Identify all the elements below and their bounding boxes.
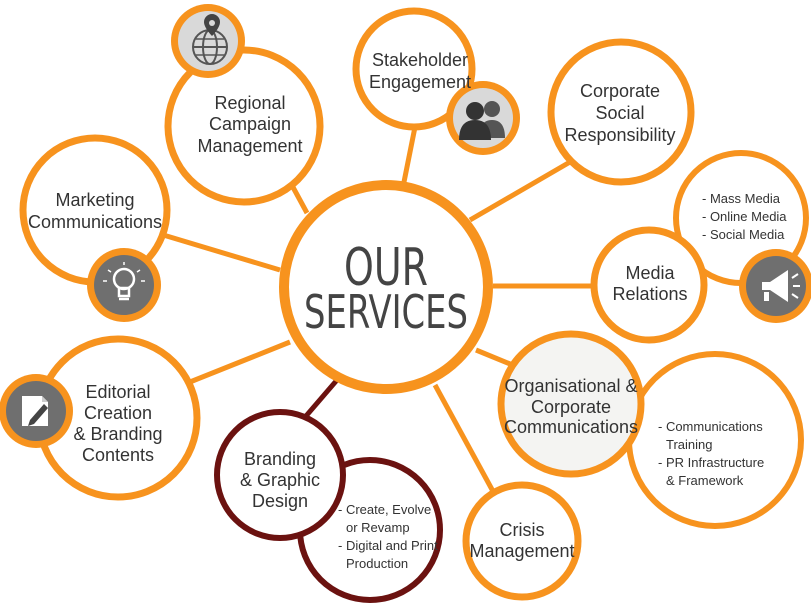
node-csr [547,38,695,186]
org-details-item-3: - PR Infrastructure [658,455,764,470]
connector-organisational [475,347,516,369]
center-title-line2: SERVICES [304,285,468,339]
globe-pin-icon [171,4,245,78]
csr-label-1: Corporate [580,81,660,101]
connector-csr [468,159,572,223]
stakeholder-label-1: Stakeholder [372,50,468,70]
connector-stakeholder [400,126,418,188]
org-details-item-1: - Communications [658,419,763,434]
node-media-relations [590,226,708,344]
editorial-label-2: Creation [84,403,152,423]
branding-label-2: & Graphic [240,470,320,490]
node-crisis [462,481,582,601]
org-details-item-2: Training [666,437,712,452]
node-center [279,180,493,394]
csr-label-2: Social [595,103,644,123]
megaphone-icon [739,249,811,323]
crisis-label-1: Crisis [500,520,545,540]
branding-details-item-1: - Create, Evolve [338,502,431,517]
node-regional [164,46,324,206]
people-icon [446,81,520,155]
lightbulb-icon [87,248,161,322]
node-branding [214,409,346,541]
document-pen-icon [0,374,73,448]
media-types-item-1: - Mass Media [702,191,781,206]
media-relations-label-1: Media [625,263,675,283]
node-org-details [626,351,804,529]
center-title-line1: OUR [344,238,428,298]
organisational-label-2: Corporate [531,397,611,417]
branding-label-1: Branding [244,449,316,469]
connector-marketing [159,231,281,273]
connectors [159,126,702,497]
org-details-item-4: & Framework [666,473,744,488]
connector-editorial [189,339,291,385]
node-organisational [497,330,645,478]
media-types-item-3: - Social Media [702,227,785,242]
regional-label-3: Management [197,136,302,156]
connector-crisis [432,383,498,497]
media-types-item-2: - Online Media [702,209,787,224]
marketing-label-2: Communications [28,212,162,232]
organisational-label-3: Communications [504,417,638,437]
marketing-label-1: Marketing [55,190,134,210]
center-title: OUR SERVICES [304,238,468,339]
regional-label-1: Regional [214,93,285,113]
crisis-label-2: Management [469,541,574,561]
branding-details-item-2: or Revamp [346,520,410,535]
branding-label-3: Design [252,491,308,511]
editorial-label-4: Contents [82,445,154,465]
csr-label-3: Responsibility [564,125,675,145]
branding-details-item-4: Production [346,556,408,571]
regional-label-2: Campaign [209,114,291,134]
node-stakeholder [352,7,476,131]
media-relations-label-2: Relations [612,284,687,304]
branding-details-item-3: - Digital and Print [338,538,438,553]
editorial-label-3: & Branding [73,424,162,444]
editorial-label-1: Editorial [85,382,150,402]
stakeholder-label-2: Engagement [369,72,471,92]
organisational-label-1: Organisational & [504,376,637,396]
